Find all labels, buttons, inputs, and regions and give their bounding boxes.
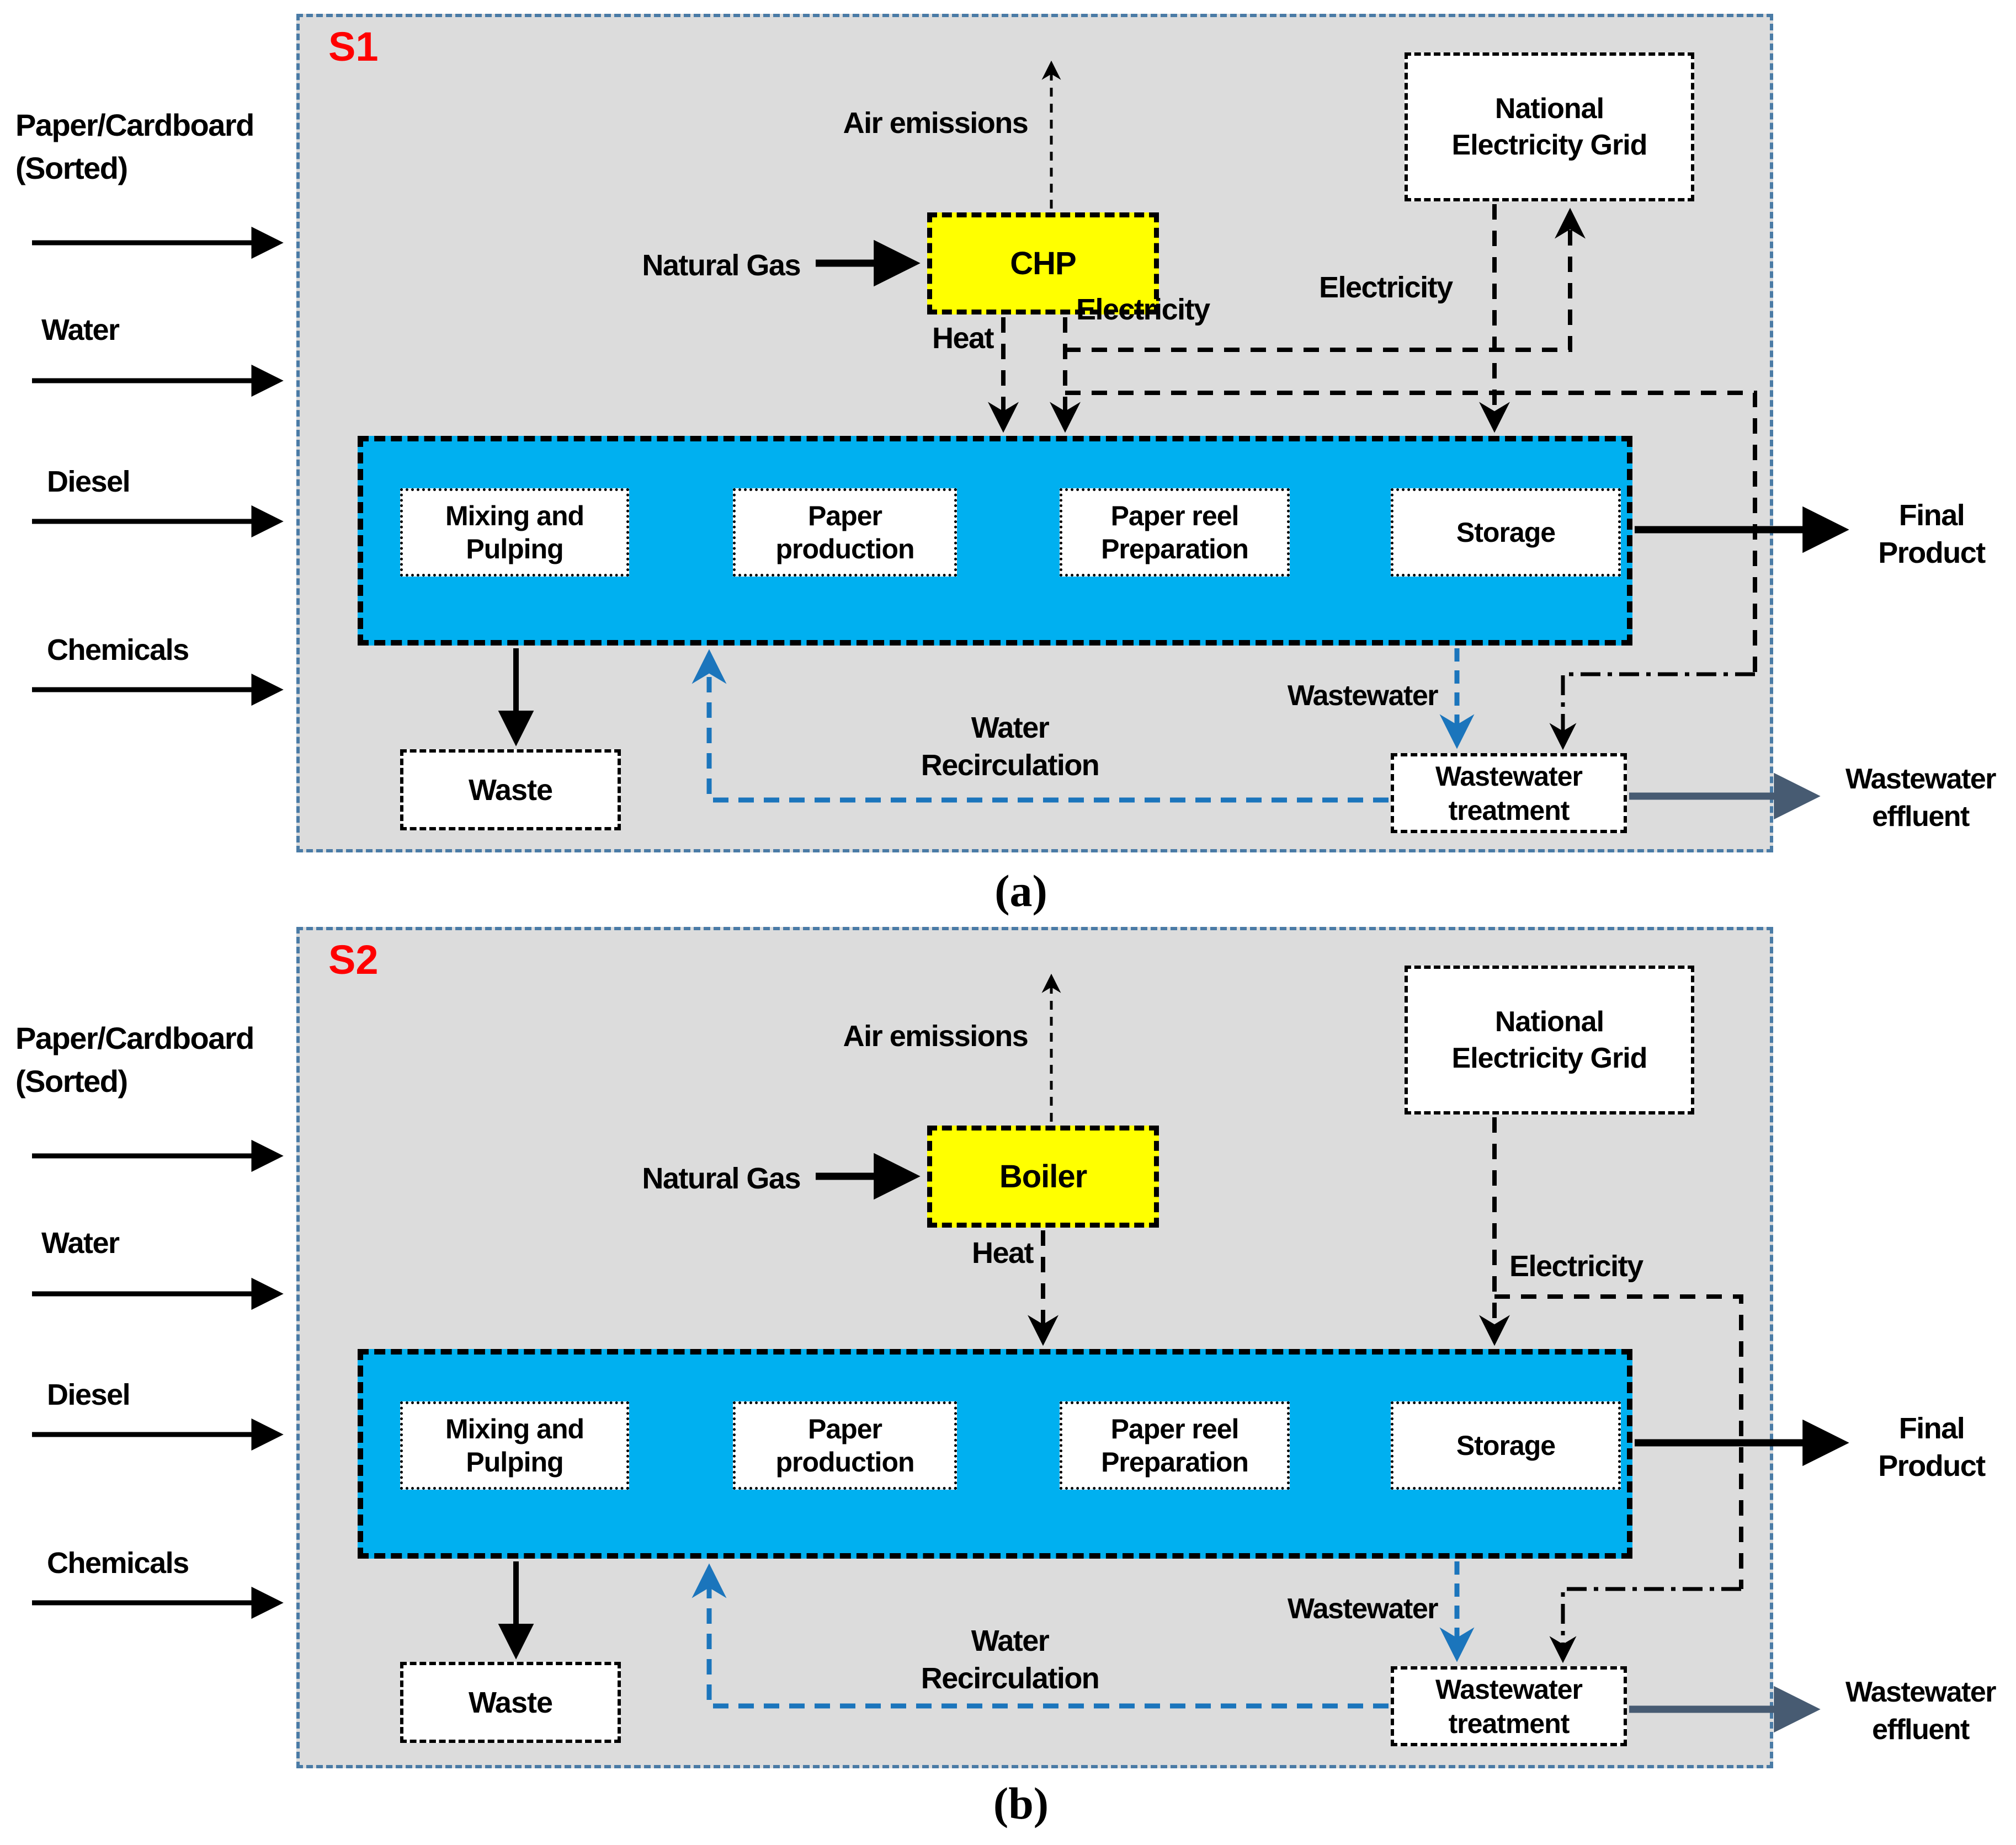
water-recirculation-label-a: Water Recirculation (877, 709, 1142, 784)
process-paper-production-b: Paper production (733, 1401, 957, 1490)
grid-label-line1-b: National (1494, 1006, 1604, 1038)
natural-gas-label-b: Natural Gas (642, 1162, 801, 1195)
input-paper-line2-b: (Sorted) (15, 1064, 128, 1099)
national-grid-box-b: National Electricity Grid (1405, 966, 1694, 1115)
heat-label-b: Heat (971, 1236, 1034, 1270)
line-electricity-chp-to-grid (1065, 207, 1586, 352)
waste-box-a: Waste (400, 749, 621, 830)
final-line1: Final (1898, 499, 1965, 532)
line-electricity-to-wwt-a (1065, 391, 1757, 674)
air-emissions-label-b: Air emissions (843, 1020, 1029, 1053)
final-product-label-a: Final Product (1857, 497, 2006, 572)
line-electricity-into-wwt-a (1549, 672, 1755, 750)
line-electricity-to-wwt-b (1494, 1294, 1743, 1589)
input-paper-line1: Paper/Cardboard (15, 108, 254, 142)
input-diesel-b: Diesel (47, 1378, 131, 1411)
boiler-label: Boiler (999, 1159, 1087, 1195)
wwt-box-b: Wastewater treatment (1391, 1666, 1627, 1746)
proc1-line2: Pulping (466, 534, 563, 564)
wwt-box-a: Wastewater treatment (1391, 753, 1627, 833)
final-line1-b: Final (1898, 1412, 1965, 1445)
grid-label-line1: National (1494, 93, 1604, 125)
effluent-label-a: Wastewater effluent (1827, 760, 2014, 835)
process-storage-b: Storage (1391, 1401, 1621, 1490)
proc2-line1: Paper (808, 500, 882, 531)
final-line2-b: Product (1878, 1449, 1986, 1483)
wastewater-label-b: Wastewater (1287, 1593, 1439, 1625)
recirc-line2: Recirculation (921, 749, 1100, 782)
proc3-line1: Paper reel (1110, 500, 1240, 531)
caption-a: (a) (994, 866, 1047, 916)
process-paper-production-a: Paper production (733, 488, 957, 577)
wwt-line2: treatment (1448, 794, 1570, 826)
chp-box: CHP (927, 212, 1159, 314)
input-chemicals-a: Chemicals (47, 633, 189, 666)
effluent-line2: effluent (1872, 801, 1970, 833)
recirc-line1: Water (971, 711, 1050, 744)
wwt-line1-b: Wastewater (1435, 1673, 1583, 1705)
effluent-line2-b: effluent (1872, 1714, 1970, 1746)
input-paper-line2: (Sorted) (15, 151, 128, 185)
waste-box-b: Waste (400, 1662, 621, 1743)
input-water-a: Water (41, 313, 120, 346)
process-storage-a: Storage (1391, 488, 1621, 577)
line-water-recirculation-b (691, 1563, 1389, 1709)
input-water-b: Water (41, 1227, 120, 1260)
national-grid-box-a: National Electricity Grid (1405, 52, 1694, 201)
proc4-label: Storage (1456, 517, 1556, 548)
electricity-export-label-a: Electricity (1076, 293, 1210, 326)
final-line2: Product (1878, 536, 1986, 569)
proc2-line1-b: Paper (808, 1414, 882, 1444)
proc1-line1: Mixing and (445, 500, 584, 531)
water-recirculation-label-b: Water Recirculation (877, 1622, 1142, 1697)
proc3-line2: Preparation (1101, 534, 1249, 564)
input-chemicals-b: Chemicals (47, 1547, 189, 1580)
heat-label-a: Heat (932, 322, 994, 355)
proc3-line2-b: Preparation (1101, 1447, 1249, 1478)
effluent-line1: Wastewater (1845, 763, 1997, 795)
process-mixing-pulping-b: Mixing and Pulping (400, 1401, 629, 1490)
electricity-import-label-a: Electricity (1319, 271, 1453, 304)
proc2-line2-b: production (775, 1447, 914, 1478)
effluent-label-b: Wastewater effluent (1827, 1673, 2014, 1748)
wwt-line2-b: treatment (1448, 1708, 1570, 1739)
grid-label-line2: Electricity Grid (1451, 129, 1648, 161)
wwt-line1: Wastewater (1435, 760, 1583, 792)
natural-gas-label-a: Natural Gas (642, 249, 801, 282)
proc2-line2: production (775, 534, 914, 564)
line-water-recirculation-a (691, 649, 1389, 803)
scenario-label-s2: S2 (328, 937, 379, 983)
proc3-line1-b: Paper reel (1110, 1414, 1240, 1444)
process-paper-reel-a: Paper reel Preparation (1060, 488, 1290, 577)
recirc-line1-b: Water (971, 1624, 1050, 1657)
process-mixing-pulping-a: Mixing and Pulping (400, 488, 629, 577)
scenario-label-s1: S1 (328, 24, 379, 70)
waste-label: Waste (468, 773, 553, 807)
waste-label-b: Waste (468, 1686, 553, 1719)
recirc-line2-b: Recirculation (921, 1662, 1100, 1695)
grid-label-line2-b: Electricity Grid (1451, 1042, 1648, 1074)
caption-b: (b) (993, 1778, 1049, 1828)
process-paper-reel-b: Paper reel Preparation (1060, 1401, 1290, 1490)
proc4-label-b: Storage (1456, 1430, 1556, 1461)
input-paper-line1-b: Paper/Cardboard (15, 1021, 254, 1055)
proc1-line2-b: Pulping (466, 1447, 563, 1478)
boiler-box: Boiler (927, 1126, 1159, 1228)
line-electricity-into-wwt-b (1549, 1587, 1741, 1663)
final-product-label-b: Final Product (1857, 1410, 2006, 1485)
chp-label: CHP (1010, 246, 1076, 281)
air-emissions-label-a: Air emissions (843, 106, 1029, 140)
proc1-line1-b: Mixing and (445, 1414, 584, 1444)
wastewater-label-a: Wastewater (1287, 680, 1439, 712)
input-paper-cardboard-b: Paper/Cardboard (Sorted) (15, 1017, 286, 1103)
electricity-import-label-b: Electricity (1509, 1250, 1643, 1283)
input-paper-cardboard-a: Paper/Cardboard (Sorted) (15, 104, 286, 190)
input-diesel-a: Diesel (47, 465, 131, 498)
effluent-line1-b: Wastewater (1845, 1676, 1997, 1708)
